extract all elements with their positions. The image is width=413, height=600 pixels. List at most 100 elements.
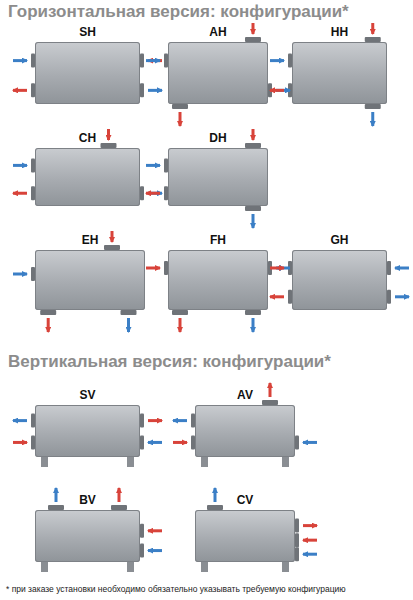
airflow-arrow (13, 89, 27, 92)
airflow-arrow (13, 441, 27, 444)
config-code: GH (292, 233, 387, 247)
support-leg (282, 562, 289, 572)
config-code: CH (35, 131, 140, 145)
airflow-arrow (146, 59, 160, 62)
config-code: SV (35, 388, 140, 402)
duct-collar (387, 290, 391, 304)
unit-node: DH (168, 131, 268, 206)
unit-housing (292, 42, 387, 104)
airflow-arrow (148, 89, 162, 92)
unit-housing (168, 250, 268, 310)
duct-collar (172, 104, 188, 109)
airflow-arrow (148, 441, 162, 444)
airflow-arrow (179, 318, 182, 332)
airflow-arrow (395, 295, 409, 298)
airflow-arrow (303, 524, 317, 527)
unit-housing (35, 42, 140, 104)
unit-housing (195, 510, 295, 562)
duct-collar (121, 310, 137, 315)
airflow-arrow (270, 267, 284, 270)
support-leg (41, 562, 48, 572)
unit-node: SV (35, 388, 140, 457)
airflow-arrow (252, 214, 255, 228)
airflow-arrow (13, 419, 27, 422)
airflow-arrow (303, 539, 317, 542)
config-code: AV (195, 388, 295, 402)
unit-node: HH (292, 25, 387, 104)
unit-housing (292, 250, 387, 310)
airflow-arrow (252, 318, 255, 332)
airflow-arrow (111, 231, 114, 242)
airflow-arrow (107, 129, 110, 140)
duct-collar (140, 54, 144, 68)
airflow-arrow (173, 441, 187, 444)
airflow-arrow (146, 267, 160, 270)
airflow-arrow (47, 318, 50, 332)
unit-node: BV (35, 493, 140, 562)
duct-collar (245, 206, 261, 211)
duct-collar (40, 310, 56, 315)
airflow-arrow (13, 192, 27, 195)
airflow-arrow (270, 295, 284, 298)
unit-node: EH (35, 233, 145, 310)
support-leg (201, 457, 208, 467)
unit-node: AV (195, 388, 295, 457)
airflow-arrow (13, 273, 27, 276)
duct-collar (140, 524, 144, 538)
airflow-arrow (146, 164, 160, 167)
airflow-arrow (179, 112, 182, 126)
duct-collar (140, 544, 144, 558)
unit-housing (35, 510, 140, 562)
unit-node: CH (35, 131, 140, 206)
airflow-arrow (118, 488, 121, 502)
airflow-arrow (371, 23, 374, 34)
unit-housing (35, 250, 145, 310)
airflow-arrow (148, 419, 162, 422)
section-heading: Вертикальная версия: конфигурации* (8, 352, 331, 372)
airflow-arrow (252, 23, 255, 34)
airflow-arrow (269, 383, 272, 397)
unit-node: AH (168, 25, 268, 104)
duct-collar (295, 519, 299, 533)
duct-collar (172, 310, 188, 315)
unit-housing (35, 148, 140, 206)
duct-collar (140, 186, 144, 200)
unit-node: FH (168, 233, 268, 310)
duct-collar (140, 83, 144, 97)
airflow-arrow (148, 529, 162, 532)
airflow-arrow (127, 318, 130, 332)
unit-node: SH (35, 25, 140, 104)
unit-housing (168, 42, 268, 104)
duct-collar (295, 547, 299, 561)
airflow-arrow (303, 441, 317, 444)
duct-collar (365, 104, 381, 109)
config-code: FH (168, 233, 268, 247)
support-leg (127, 457, 134, 467)
config-code: HH (292, 25, 387, 39)
footnote: * при заказе установки необходимо обязат… (6, 584, 406, 594)
config-code: AH (168, 25, 268, 39)
airflow-arrow (252, 129, 255, 140)
support-leg (282, 457, 289, 467)
airflow-arrow (214, 488, 217, 502)
duct-collar (245, 310, 261, 315)
config-code: EH (35, 233, 145, 247)
airflow-arrow (270, 89, 284, 92)
airflow-arrow (55, 488, 58, 502)
support-leg (201, 562, 208, 572)
duct-collar (295, 533, 299, 547)
airflow-arrow (395, 267, 409, 270)
duct-collar (140, 435, 144, 449)
unit-node: GH (292, 233, 387, 310)
config-code: SH (35, 25, 140, 39)
unit-housing (168, 148, 268, 206)
config-code: CV (195, 493, 295, 507)
support-leg (41, 457, 48, 467)
unit-housing (35, 405, 140, 457)
airflow-arrow (303, 553, 317, 556)
duct-collar (295, 435, 299, 449)
airflow-arrow (173, 419, 187, 422)
duct-collar (387, 261, 391, 275)
unit-housing (195, 405, 295, 457)
airflow-arrow (146, 192, 160, 195)
